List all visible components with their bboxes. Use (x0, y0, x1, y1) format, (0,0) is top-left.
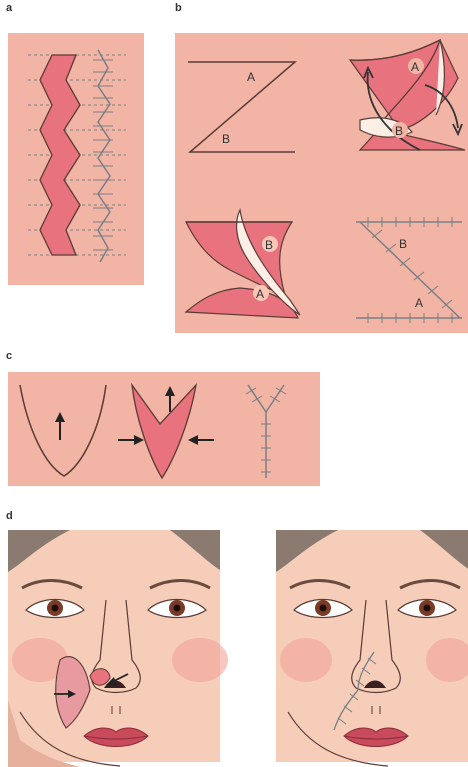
z-incision-step1: A B (188, 62, 295, 152)
z-plasty-sutured-step4: B A (356, 217, 462, 323)
z-flap-transposition-step2: A B (350, 40, 465, 150)
flap-b-label: B (222, 132, 230, 146)
flap-a-label: A (247, 70, 255, 84)
flap-b-label: B (395, 124, 403, 138)
flap-b-label: B (265, 238, 273, 252)
w-plasty-diagram (28, 50, 126, 262)
face-with-flap (8, 530, 228, 767)
flap-a-label: A (256, 287, 264, 301)
v-flap-advanced (132, 385, 196, 478)
z-flap-interdigitation-step3: B A (186, 210, 300, 318)
v-y-advancement-diagram (20, 385, 286, 478)
flap-b-label: B (399, 237, 407, 251)
v-incision (20, 385, 106, 476)
flap-a-label: A (411, 60, 419, 74)
y-suture-line (248, 385, 284, 478)
flap-a-label: A (415, 296, 423, 310)
face-after-repair (276, 530, 468, 766)
